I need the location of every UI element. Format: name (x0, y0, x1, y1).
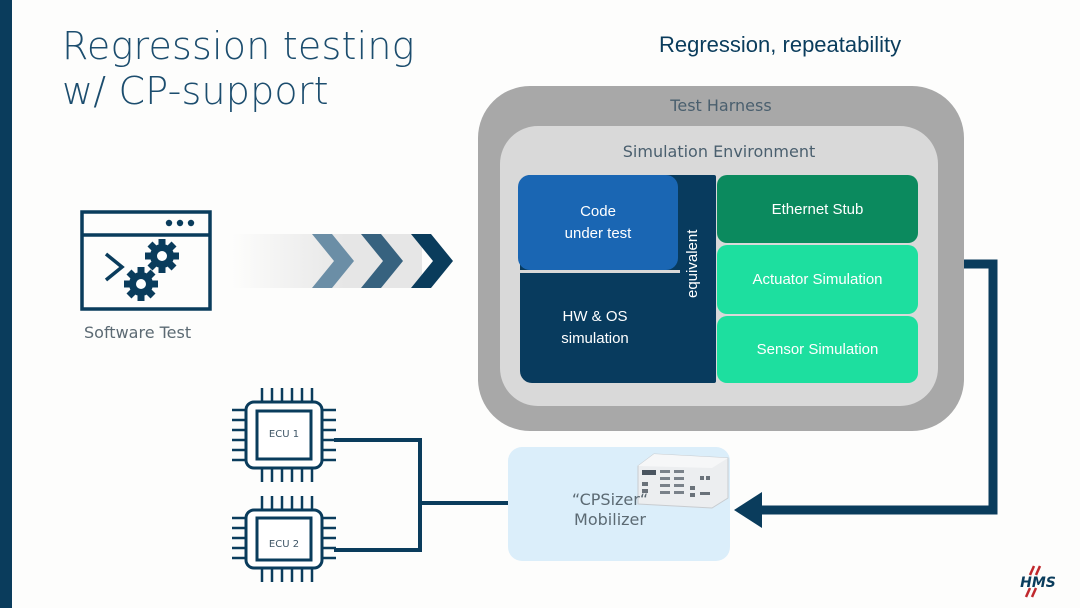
software-test-label: Software Test (84, 323, 192, 342)
return-arrow-line (760, 259, 998, 515)
mobilizer-label-line-1: “CPSizer“ (571, 490, 649, 509)
mobilizer-label-line-2: Mobilizer (574, 510, 646, 529)
triple-chevron-right-icon (232, 234, 453, 288)
mobilizer-label: “CPSizer“ Mobilizer (520, 490, 700, 530)
brand-side-bar (0, 0, 12, 608)
terminal-gears-icon (80, 210, 212, 311)
ecu-2-label: ECU 2 (268, 539, 300, 550)
ecu-bus-line (334, 438, 422, 552)
hw-os-line-2: simulation (561, 330, 629, 347)
divider (520, 270, 680, 273)
actuator-simulation-box: Actuator Simulation (717, 245, 918, 314)
code-under-test-line-1: Code (580, 202, 616, 220)
slide-subtitle: Regression, repeatability (659, 32, 902, 57)
hw-os-line-1: HW & OS (562, 308, 628, 325)
chevron-3 (411, 234, 453, 288)
hms-logo-text: HMS (1020, 575, 1056, 591)
chip-icon (232, 496, 336, 582)
ecu-chips (232, 388, 336, 582)
chevron-2 (361, 234, 403, 288)
arrow-head-left-icon (734, 492, 762, 528)
simulation-environment-label: Simulation Environment (622, 142, 816, 161)
hms-logo: HMS (1020, 565, 1056, 598)
slide-title: Regression testing w/ CP-support (62, 24, 415, 114)
slide-title-line-2: w/ CP-support (62, 69, 329, 113)
code-under-test-line-2: under test (564, 224, 632, 242)
chevron-1 (312, 234, 354, 288)
sensor-simulation-box: Sensor Simulation (717, 316, 918, 383)
ethernet-stub-box: Ethernet Stub (717, 175, 918, 243)
code-under-test-box: Code under test (518, 175, 678, 270)
ecu-1-label: ECU 1 (268, 429, 300, 440)
industrial-pc-device-image (637, 453, 729, 509)
slide-title-line-1: Regression testing (62, 24, 415, 68)
hw-os-simulation-label: HW & OS simulation (520, 273, 670, 383)
chip-icon (232, 388, 336, 482)
test-harness-label: Test Harness (670, 96, 772, 115)
